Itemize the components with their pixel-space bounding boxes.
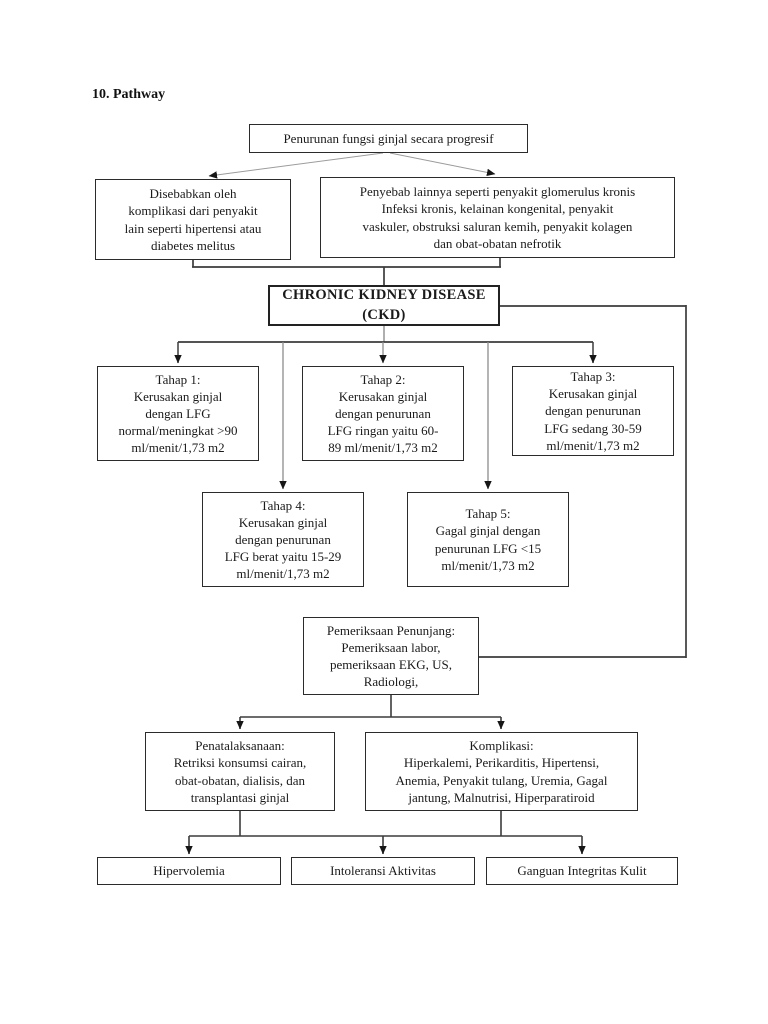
node-disebabkan-komplikasi: Disebabkan oleh komplikasi dari penyakit…: [95, 179, 291, 260]
node-tahap-1: Tahap 1: Kerusakan ginjal dengan LFG nor…: [97, 366, 259, 461]
node-tahap-3: Tahap 3: Kerusakan ginjal dengan penurun…: [512, 366, 674, 456]
connector-bottom-split: [185, 811, 586, 855]
node-penyebab-lainnya: Penyebab lainnya seperti penyakit glomer…: [320, 177, 675, 258]
connector-ckd-to-penunjang: [479, 305, 687, 658]
node-pemeriksaan-penunjang: Pemeriksaan Penunjang: Pemeriksaan labor…: [303, 617, 479, 695]
node-ganguan-integritas-kulit: Ganguan Integritas Kulit: [486, 857, 678, 885]
node-penatalaksanaan: Penatalaksanaan: Retriksi konsumsi caira…: [145, 732, 335, 811]
node-tahap-2: Tahap 2: Kerusakan ginjal dengan penurun…: [302, 366, 464, 461]
node-penurunan-fungsi-ginjal: Penurunan fungsi ginjal secara progresif: [249, 124, 528, 153]
connector-line: [389, 152, 496, 177]
node-tahap-5: Tahap 5: Gagal ginjal dengan penurunan L…: [407, 492, 569, 587]
node-tahap-4: Tahap 4: Kerusakan ginjal dengan penurun…: [202, 492, 364, 587]
connector-root-to-causes: [208, 152, 496, 179]
connector-causes-to-ckd: [192, 258, 501, 285]
page-title: 10. Pathway: [92, 87, 166, 102]
node-komplikasi: Komplikasi: Hiperkalemi, Perikarditis, H…: [365, 732, 638, 811]
node-chronic-kidney-disease: CHRONIC KIDNEY DISEASE (CKD): [268, 285, 500, 326]
connector-penunjang-split: [236, 695, 505, 730]
node-intoleransi-aktivitas: Intoleransi Aktivitas: [291, 857, 475, 885]
connector-line: [208, 152, 384, 179]
node-hipervolemia: Hipervolemia: [97, 857, 281, 885]
